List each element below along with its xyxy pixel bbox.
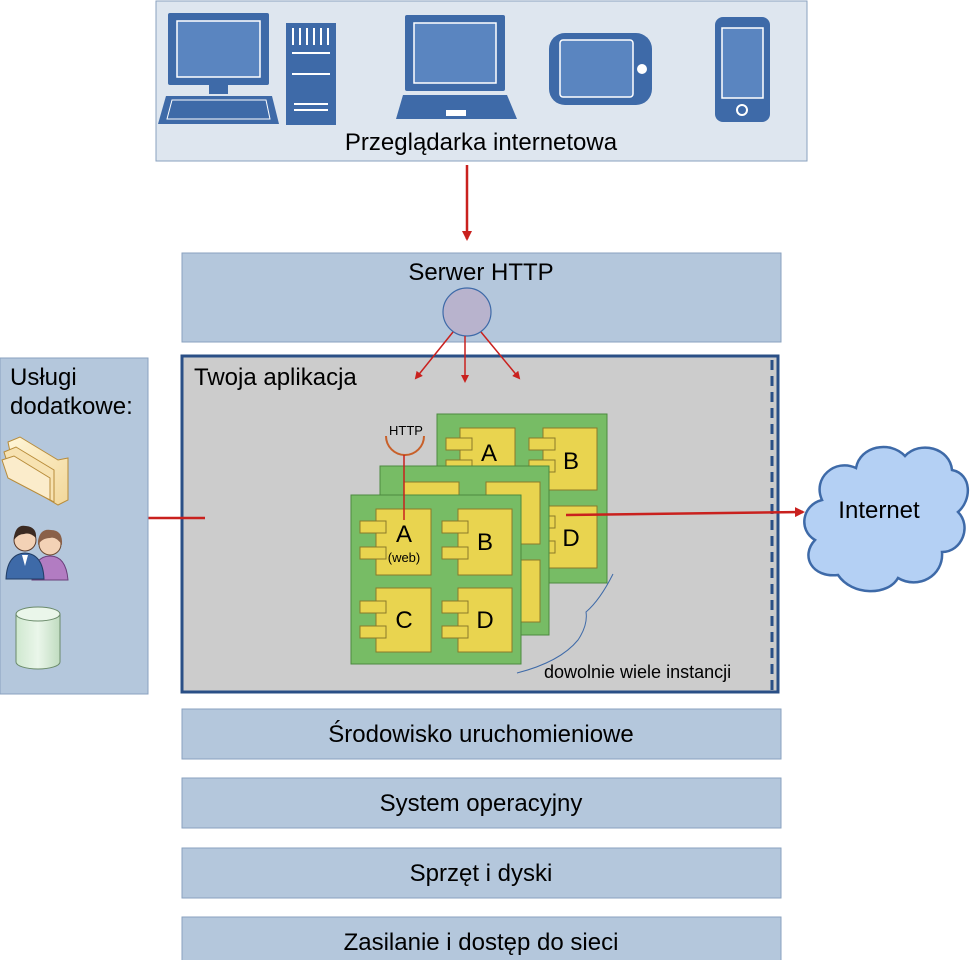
back-component-a-label: A [481,440,497,467]
http-interface: HTTP [385,423,425,520]
layer-hardware: Sprzęt i dyski [181,847,782,899]
app-instance-front: A (web) B C D [350,494,522,665]
browser-label: Przeglądarka internetowa [345,129,618,156]
component-a-label: A [396,521,412,548]
layer-power-network-label: Zasilanie i dostęp do sieci [344,929,619,956]
database-icon [15,606,61,670]
http-server-label: Serwer HTTP [408,259,553,286]
layer-os: System operacyjny [181,777,782,829]
instances-brace: dowolnie wiele instancji [516,573,731,682]
layer-hardware-label: Sprzęt i dyski [410,860,553,887]
instances-label: dowolnie wiele instancji [544,662,731,682]
internet-label: Internet [838,497,920,524]
browser-box: Przeglądarka internetowa [155,0,808,162]
layer-os-label: System operacyjny [380,790,583,817]
layer-runtime-label: Środowisko uruchomieniowe [328,720,633,748]
internet-cloud: Internet [803,445,970,593]
application-box: Twoja aplikacja [180,354,780,694]
component-d-label: D [476,607,493,634]
tablet-icon [549,33,652,105]
component-b-label: B [477,529,493,556]
http-interface-label: HTTP [389,423,423,438]
additional-services-label-line2: dodatkowe: [10,393,133,420]
tower-icon [286,23,336,125]
http-server-box: Serwer HTTP [181,252,782,343]
http-server-node [442,287,492,337]
layer-power-network: Zasilanie i dostęp do sieci [181,916,782,960]
additional-services-label-line1: Usługi [10,364,77,391]
application-label: Twoja aplikacja [194,364,357,391]
folders-icon [1,436,69,506]
component-a-sub: (web) [388,550,421,565]
back-component-b-label: B [563,448,579,475]
users-icon [5,525,69,581]
layer-runtime: Środowisko uruchomieniowe [181,708,782,760]
app-to-internet-arrow [565,507,805,518]
back-component-d-label: D [562,525,579,552]
additional-services-box: Usługi dodatkowe: [0,357,149,695]
component-c-label: C [395,607,412,634]
desktop-computer-icon [158,13,279,124]
server-dispatch-arrows [414,331,521,383]
laptop-icon [396,15,517,119]
smartphone-icon [715,17,770,122]
